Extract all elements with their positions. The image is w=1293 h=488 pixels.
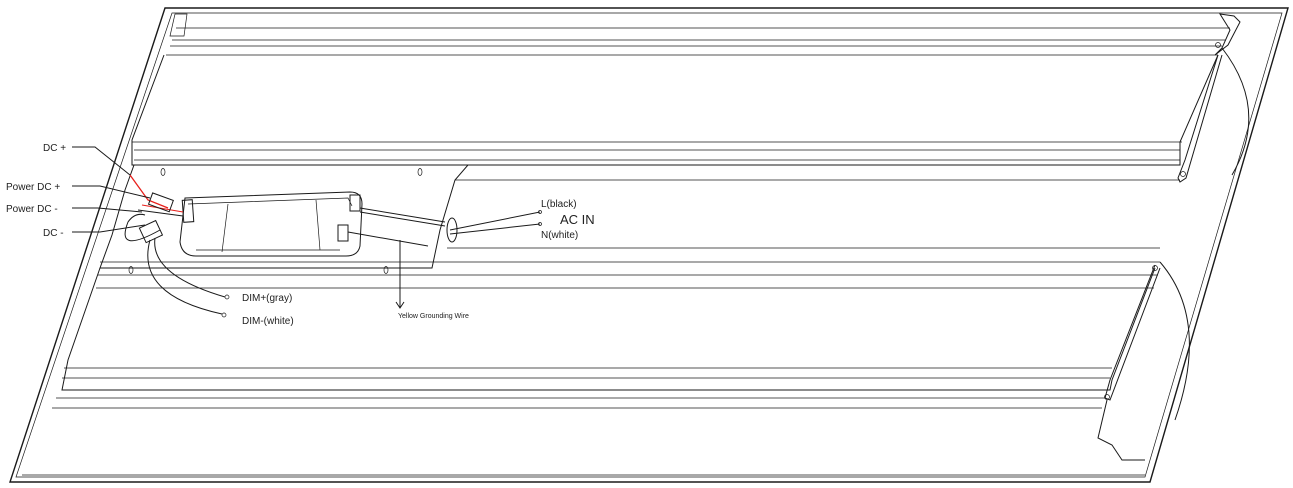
label-dim-minus: DIM-(white) (242, 316, 294, 327)
label-dim-plus: DIM+(gray) (242, 293, 292, 304)
driver-mounting-plate (99, 164, 1180, 274)
label-ac-in: AC IN (560, 212, 595, 227)
label-n-white: N(white) (541, 230, 578, 241)
label-power-dc-minus: Power DC - (6, 204, 58, 215)
label-l-black: L(black) (541, 199, 577, 210)
dc-plus-wire (129, 174, 169, 209)
label-dc-minus: DC - (43, 228, 64, 239)
led-driver-box (179, 191, 363, 257)
fixture-frame (9, 7, 1289, 483)
lower-reflector-channel (22, 261, 1160, 476)
label-power-dc-plus: Power DC + (6, 182, 60, 193)
label-yellow-grounding-wire: Yellow Grounding Wire (398, 313, 469, 320)
upper-reflector-channel (131, 27, 1230, 166)
driver-wires (124, 174, 542, 318)
diagram-labels: DC + Power DC + Power DC - DC - L(black)… (6, 143, 595, 327)
leader-lines (72, 146, 405, 309)
label-dc-plus: DC + (43, 143, 66, 154)
